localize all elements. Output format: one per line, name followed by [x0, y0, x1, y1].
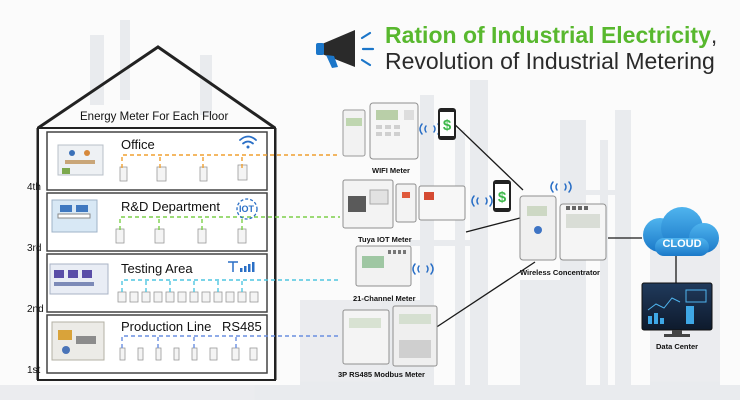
concentrator-device: [519, 195, 607, 261]
wifi-meter-device: [342, 102, 419, 160]
device-label-channel-meter: 21-Channel Meter: [353, 294, 416, 303]
floor-label-1st: 1st: [27, 365, 41, 376]
signal-icon: [228, 261, 255, 272]
device-label-data-center: Data Center: [656, 342, 698, 351]
smartphone-icon: [438, 108, 456, 140]
roof-label: Energy Meter For Each Floor: [80, 111, 228, 123]
modbus-meter-device: [342, 305, 438, 367]
dollar-symbol-2: $: [498, 189, 507, 206]
protocol-label-rs485: RS485: [222, 319, 262, 334]
device-label-modbus-meter: 3P RS485 Modbus Meter: [338, 370, 425, 379]
tuya-meter-device: [342, 179, 466, 229]
headline-line-1: Ration of Industrial Electricity,: [385, 22, 717, 49]
cloud-icon: [643, 207, 719, 256]
floor-label-4th: 4th: [27, 182, 41, 193]
protocol-label-iot: IOT: [239, 204, 255, 214]
device-label-wifi-meter: WIFI Meter: [372, 166, 410, 175]
concentrator-wave-icon: [550, 181, 572, 193]
iot-icon: [236, 198, 258, 220]
room-name-testing: Testing Area: [121, 261, 193, 276]
cloud-label: CLOUD: [662, 238, 701, 250]
headline-comma: ,: [710, 22, 718, 48]
channel-meter-device: [355, 245, 412, 287]
megaphone-icon: [316, 30, 375, 68]
monitor-icon: [641, 282, 713, 337]
device-label-concentrator: Wireless Concentrator: [520, 268, 600, 277]
smartphone-icon: [493, 180, 511, 212]
room-meters: [115, 164, 259, 361]
room-name-rd: R&D Department: [121, 199, 220, 214]
room-illustrations: [49, 144, 109, 361]
room-name-production: Production Line: [121, 319, 211, 334]
testing-illustration: [49, 263, 109, 295]
wifi-icon: [239, 135, 257, 149]
office-illustration: [57, 144, 104, 176]
headline-highlight: Ration of Industrial Electricity: [385, 22, 711, 48]
production-illustration: [51, 321, 105, 361]
dollar-symbol-1: $: [443, 117, 452, 134]
headline-line-2: Revolution of Industrial Metering: [385, 48, 715, 74]
network-lines: [419, 117, 677, 339]
diagram-labels: Energy Meter For Each Floor Office R&D D…: [27, 111, 702, 379]
room-name-office: Office: [121, 137, 155, 152]
tuya-meter-wave-icon: [471, 195, 493, 207]
rd-illustration: [51, 199, 98, 233]
floor-label-3rd: 3rd: [27, 243, 41, 254]
floor-label-2nd: 2nd: [27, 304, 44, 315]
device-label-tuya-meter: Tuya IOT Meter: [358, 235, 412, 244]
channel-meter-wave-icon: [412, 263, 434, 275]
floor-boxes: [46, 131, 268, 374]
